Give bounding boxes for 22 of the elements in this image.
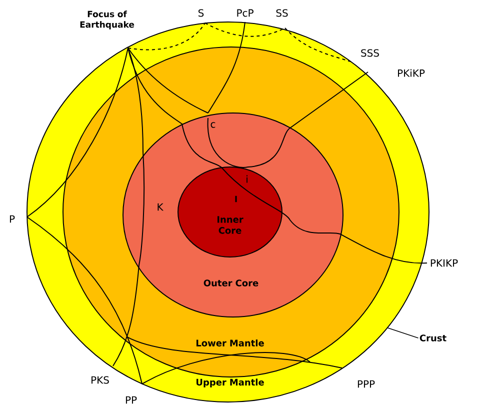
earth-layer — [178, 166, 282, 258]
layer-label: Lower Mantle — [196, 340, 264, 346]
leader-line — [386, 327, 419, 338]
boundary-label: i — [246, 175, 248, 183]
station-label: PKiKP — [398, 69, 425, 77]
layer-label: Crust — [420, 334, 446, 342]
station-label: PP — [126, 396, 137, 404]
focus-label: Focus of Earthquake — [80, 10, 134, 30]
station-label: PcP — [237, 9, 254, 17]
boundary-label: I — [235, 196, 237, 202]
station-label: PKS — [92, 376, 109, 384]
layer-label: Inner Core — [217, 216, 244, 234]
station-label: PKIKP — [430, 259, 458, 267]
boundary-label: K — [158, 203, 164, 211]
station-label: SSS — [361, 49, 379, 57]
station-label: S — [198, 9, 204, 17]
layer-label: Outer Core — [204, 280, 258, 286]
boundary-label: c — [210, 122, 216, 128]
station-label: PPP — [358, 380, 375, 388]
layer-label: Upper Mantle — [196, 378, 264, 388]
station-label: P — [10, 215, 15, 223]
station-label: SS — [276, 9, 288, 17]
